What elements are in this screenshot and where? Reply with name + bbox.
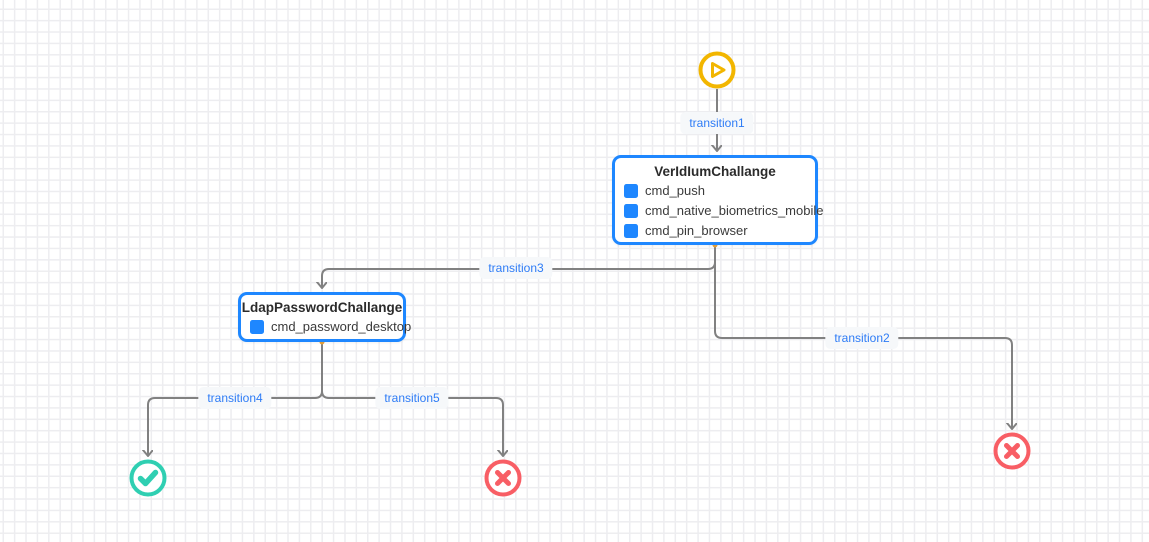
command-icon (624, 184, 638, 198)
command-item[interactable]: cmd_password_desktop (241, 317, 411, 337)
command-icon (624, 224, 638, 238)
state-node-title: LdapPasswordChallange (241, 300, 403, 315)
state-node-ldap-password-challenge[interactable]: LdapPasswordChallange cmd_password_deskt… (238, 292, 411, 342)
command-icon (624, 204, 638, 218)
transition-label-1[interactable]: transition1 (680, 112, 754, 134)
state-node-veridium-challenge[interactable]: VerIdIumChallange cmd_push cmd_native_bi… (612, 155, 823, 245)
success-end-node[interactable] (128, 458, 168, 498)
transition-label-4[interactable]: transition4 (198, 387, 272, 409)
cross-icon (484, 459, 522, 497)
state-node-title: VerIdIumChallange (654, 164, 776, 179)
command-item[interactable]: cmd_native_biometrics_mobile (615, 201, 823, 221)
command-label: cmd_pin_browser (645, 223, 748, 238)
transition-label-5[interactable]: transition5 (375, 387, 449, 409)
command-item[interactable]: cmd_pin_browser (615, 221, 815, 241)
failure-end-node-right[interactable] (992, 431, 1032, 471)
command-label: cmd_push (645, 183, 705, 198)
start-node[interactable] (697, 50, 737, 90)
transition-label-3[interactable]: transition3 (479, 257, 553, 279)
command-item[interactable]: cmd_push (615, 181, 815, 201)
transition-label-2[interactable]: transition2 (825, 327, 899, 349)
command-label: cmd_password_desktop (271, 319, 412, 334)
play-icon (698, 51, 736, 89)
command-icon (250, 320, 264, 334)
failure-end-node-left[interactable] (483, 458, 523, 498)
command-label: cmd_native_biometrics_mobile (645, 203, 824, 218)
cross-icon (993, 432, 1031, 470)
check-icon (129, 459, 167, 497)
